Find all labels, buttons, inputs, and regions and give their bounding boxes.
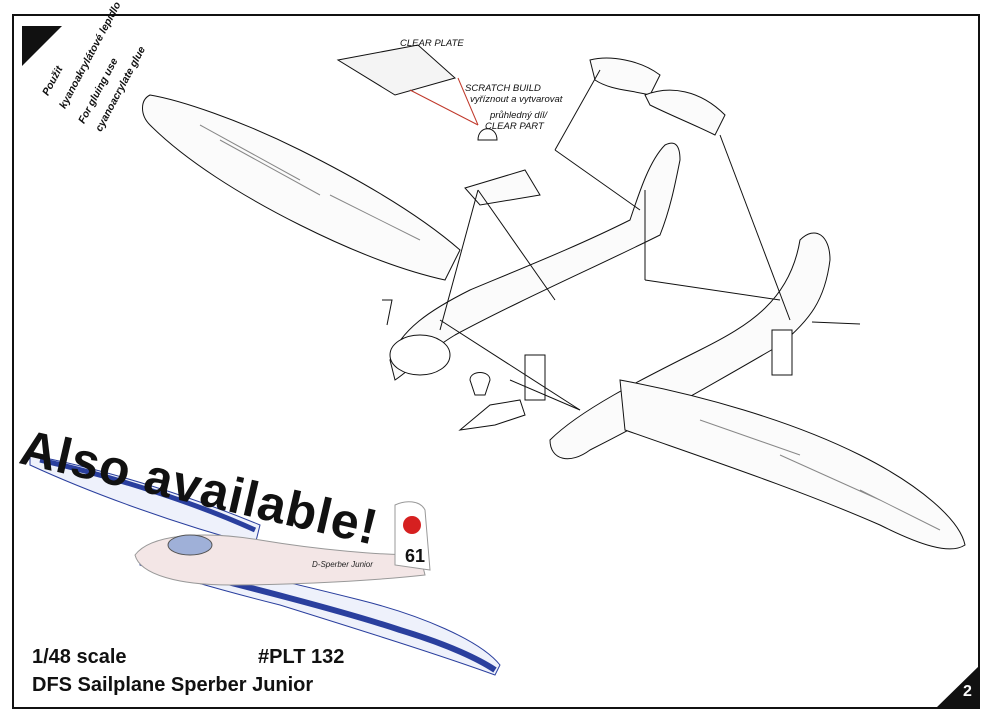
label-clear-part: CLEAR PART <box>485 121 544 132</box>
seat <box>469 372 491 396</box>
page-corner-triangle <box>935 665 980 709</box>
tail-number: 61 <box>405 546 426 566</box>
page-number: 2 <box>963 683 972 700</box>
tailplane-left <box>589 57 661 96</box>
promo-scale: 1/48 scale <box>32 646 127 668</box>
label-clear-part-cz: průhledný díl/ <box>490 110 548 121</box>
page-frame <box>12 14 980 709</box>
cockpit-opening <box>389 334 451 376</box>
promo-aircraft <box>29 454 501 676</box>
promo-name: DFS Sailplane Sperber Junior <box>32 674 314 696</box>
skid-part <box>771 329 793 376</box>
corner-triangle <box>22 26 62 66</box>
clear-plate <box>336 44 457 96</box>
label-clear-plate: CLEAR PLATE <box>400 38 464 49</box>
label-scratch-build-cz: vyříznout a vytvarovat <box>470 94 563 105</box>
upper-left-wing <box>142 94 461 281</box>
tailplane-right <box>644 89 726 136</box>
canopy-frame <box>464 169 541 206</box>
lower-fuselage <box>549 232 831 460</box>
floor-part <box>458 399 526 431</box>
fuselage-registration: D-Sperber Junior <box>312 560 373 569</box>
label-scratch-build: SCRATCH BUILD <box>465 83 541 94</box>
promo-code: #PLT 132 <box>258 646 345 668</box>
fuselage <box>389 142 681 381</box>
control-stick <box>382 299 393 326</box>
lower-wing <box>619 379 966 550</box>
clear-canopy <box>477 128 498 141</box>
